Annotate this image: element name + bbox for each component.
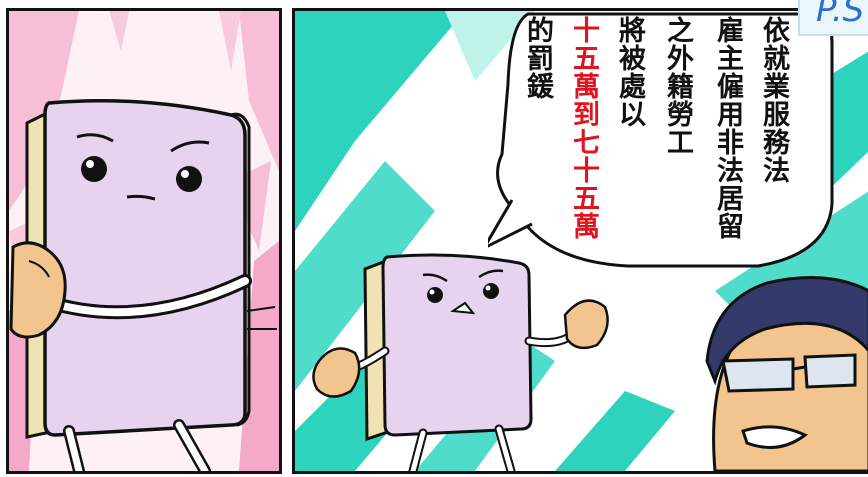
bubble-line-1: 依就業服務法 [758,16,789,184]
bubble-line-4: 將被處以 [614,16,645,128]
speech-bubble [488,4,838,270]
bubble-line-3: 之外籍勞工 [662,16,693,156]
bubble-line-2: 雇主僱用非法居留 [712,16,743,240]
corner-ps-text: P.S [816,0,865,30]
speech-bubble-shape [488,12,834,268]
bubble-line-5-highlight: 十五萬到七十五萬 [568,16,599,240]
panel-left-illustration [9,11,279,471]
bubble-line-6: 的罰鍰 [522,16,553,100]
corner-ps-tag: P.S [798,0,868,36]
comic-panel-left [6,8,282,474]
